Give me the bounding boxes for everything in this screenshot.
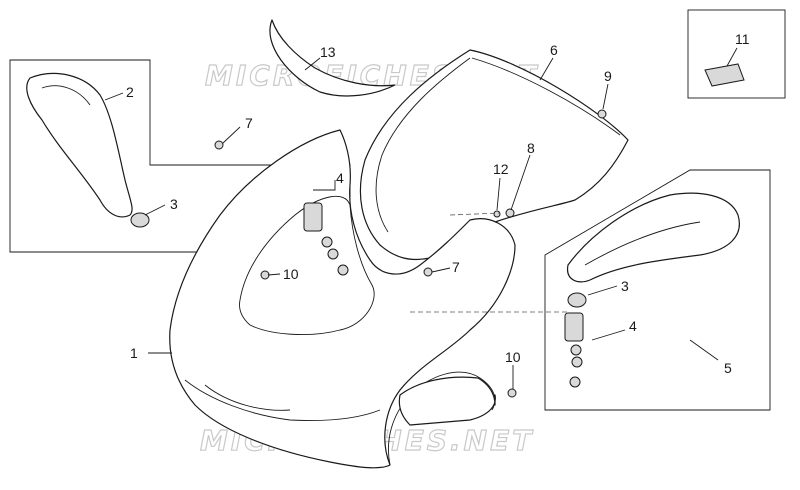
front-fairing xyxy=(169,129,516,469)
mount-bracket-left xyxy=(303,202,323,232)
fairing-intake xyxy=(204,384,291,411)
leader-9 xyxy=(602,83,609,110)
callout-12: 12 xyxy=(493,161,509,177)
callout-6: 6 xyxy=(550,42,558,58)
leader-4b xyxy=(591,329,626,341)
leader-5 xyxy=(689,339,719,361)
screw-7-lower xyxy=(423,267,433,277)
callout-8: 8 xyxy=(527,140,535,156)
right-mirror-inner xyxy=(584,221,701,266)
callout-7b: 7 xyxy=(452,259,460,275)
leader-12 xyxy=(496,177,501,211)
leader-7b xyxy=(431,267,451,273)
left-mirror-inner xyxy=(41,85,91,106)
callout-5: 5 xyxy=(724,360,732,376)
callout-3a: 3 xyxy=(170,196,178,212)
callout-3b: 3 xyxy=(621,278,629,294)
callout-7a: 7 xyxy=(245,115,253,131)
callout-4a: 4 xyxy=(336,170,344,186)
callout-9: 9 xyxy=(604,68,612,84)
leader-3b xyxy=(587,285,618,296)
mirror-right-group-box xyxy=(544,169,771,411)
screw-10-right xyxy=(507,388,517,398)
windscreen-inner-edge xyxy=(375,57,471,233)
screw-9 xyxy=(597,109,607,119)
callout-1: 1 xyxy=(130,345,138,361)
callout-2: 2 xyxy=(126,84,134,100)
deflector-strip xyxy=(269,19,396,97)
right-mirror xyxy=(566,192,740,283)
mount-washer-left-1 xyxy=(321,236,333,248)
dash-line-bolt-8 xyxy=(449,212,501,216)
fairing-headlight-opening xyxy=(239,195,375,336)
bolt-8 xyxy=(505,208,515,218)
mount-washer-right-2 xyxy=(571,356,583,368)
leader-10a xyxy=(267,273,281,276)
fairing-right-panel xyxy=(398,376,496,426)
fairing-side-contour xyxy=(387,371,496,466)
windscreen-top-edge xyxy=(471,57,621,136)
mount-nut-left xyxy=(337,264,349,276)
leader-2 xyxy=(104,92,124,101)
leader-13 xyxy=(304,57,321,71)
callout-10a: 10 xyxy=(283,266,299,282)
part-11-box xyxy=(687,9,786,99)
mount-washer-right-1 xyxy=(570,344,582,356)
washer-12 xyxy=(493,210,501,218)
mount-bracket-right xyxy=(564,312,584,342)
callout-11: 11 xyxy=(735,31,750,47)
rubber-pad-right xyxy=(567,292,587,308)
mount-nut-right xyxy=(569,376,581,388)
leader-6 xyxy=(539,57,554,81)
leader-7a xyxy=(222,126,241,144)
mount-washer-left-2 xyxy=(327,248,339,260)
rubber-pad-left xyxy=(130,212,150,228)
leader-3a xyxy=(144,204,166,216)
leader-8 xyxy=(510,154,531,211)
left-mirror xyxy=(26,72,133,218)
screw-7-upper xyxy=(214,140,224,150)
callout-13: 13 xyxy=(320,44,336,60)
screw-10-left xyxy=(260,270,270,280)
callout-4b: 4 xyxy=(629,318,637,334)
leader-11 xyxy=(726,47,738,67)
speed-nut-clip xyxy=(704,63,745,87)
leader-4a xyxy=(313,180,336,191)
callout-10b: 10 xyxy=(505,349,521,365)
fairing-lower-contour xyxy=(184,379,381,421)
